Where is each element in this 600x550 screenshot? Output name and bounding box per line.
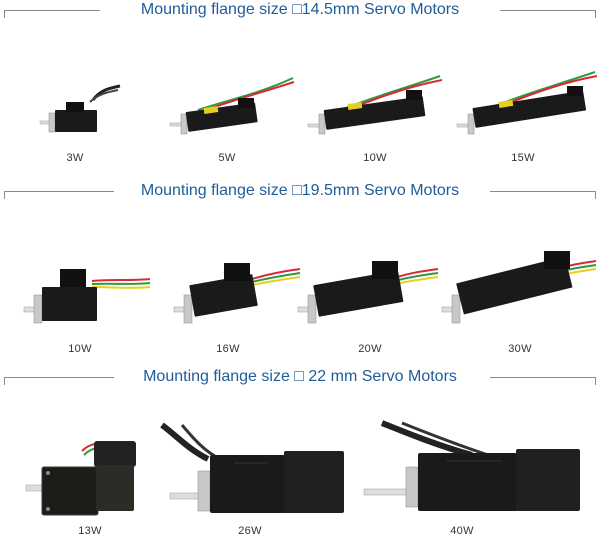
motor-label: 30W bbox=[508, 343, 532, 355]
header-tick-right bbox=[595, 191, 596, 199]
motor-label: 5W bbox=[218, 152, 236, 164]
servo-motor-medium-icon bbox=[172, 257, 302, 325]
header-tick-right bbox=[595, 377, 596, 385]
header-rule-right bbox=[500, 10, 596, 11]
motor-label: 10W bbox=[363, 152, 387, 164]
header-tick-left bbox=[4, 191, 5, 199]
section-title: Mounting flange size □19.5mm Servo Motor… bbox=[0, 181, 600, 201]
motor-label: 40W bbox=[450, 525, 474, 537]
header-rule-left bbox=[4, 377, 114, 378]
section-title: Mounting flange size □ 22 mm Servo Motor… bbox=[0, 367, 600, 387]
servo-motor-medium-icon bbox=[22, 263, 152, 325]
header-tick-left bbox=[4, 377, 5, 385]
header-rule-left bbox=[4, 10, 100, 11]
motor-label: 15W bbox=[511, 152, 535, 164]
section-header: Mounting flange size □ 22 mm Servo Motor… bbox=[0, 367, 600, 393]
motor-label: 10W bbox=[68, 343, 92, 355]
servo-motor-small-icon bbox=[306, 72, 446, 142]
motor-label: 20W bbox=[358, 343, 382, 355]
section-header: Mounting flange size □19.5mm Servo Motor… bbox=[0, 181, 600, 207]
header-tick-right bbox=[595, 10, 596, 18]
header-tick-left bbox=[4, 10, 5, 18]
servo-motor-small-icon bbox=[38, 82, 128, 142]
motor-label: 26W bbox=[238, 525, 262, 537]
section-header: Mounting flange size □14.5mm Servo Motor… bbox=[0, 0, 600, 26]
servo-motor-large-icon bbox=[362, 420, 584, 521]
servo-motor-large-icon bbox=[24, 437, 140, 521]
motor-label: 16W bbox=[216, 343, 240, 355]
servo-motor-medium-icon bbox=[440, 247, 598, 327]
header-rule-right bbox=[490, 377, 596, 378]
servo-motor-small-icon bbox=[455, 68, 600, 142]
motor-label: 13W bbox=[78, 525, 102, 537]
header-rule-left bbox=[4, 191, 114, 192]
servo-motor-medium-icon bbox=[296, 257, 440, 325]
motor-label: 3W bbox=[66, 152, 84, 164]
section-title: Mounting flange size □14.5mm Servo Motor… bbox=[0, 0, 600, 20]
servo-motor-small-icon bbox=[168, 74, 298, 140]
header-rule-right bbox=[490, 191, 596, 192]
servo-motor-large-icon bbox=[158, 422, 348, 519]
